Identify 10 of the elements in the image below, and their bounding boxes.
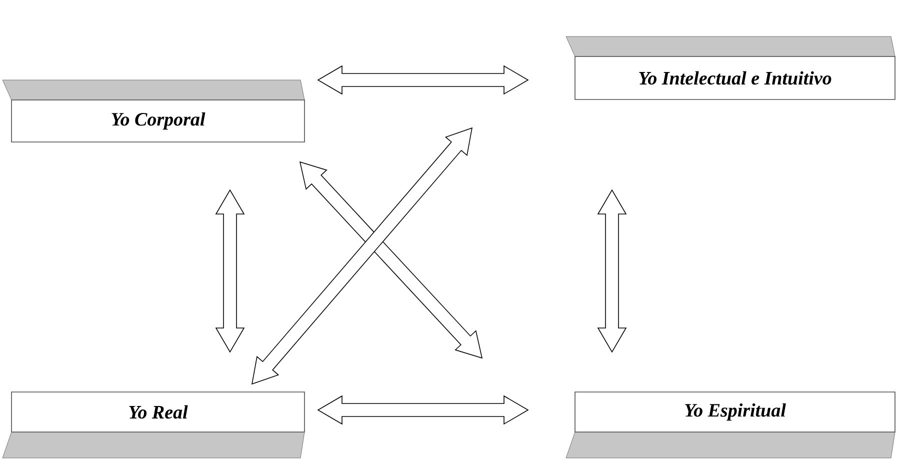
block-arrow — [317, 65, 529, 95]
block-arrow — [317, 395, 529, 425]
label-box: Yo Espiritual — [566, 392, 896, 458]
block-arrow — [215, 189, 245, 353]
label-box: Yo Intelectual e Intuitivo — [566, 36, 896, 100]
block-arrow — [252, 127, 473, 385]
block-arrow — [299, 161, 483, 359]
block-arrow — [597, 189, 627, 353]
label-box: Yo Corporal — [2, 80, 305, 142]
label-box: Yo Real — [2, 392, 305, 458]
